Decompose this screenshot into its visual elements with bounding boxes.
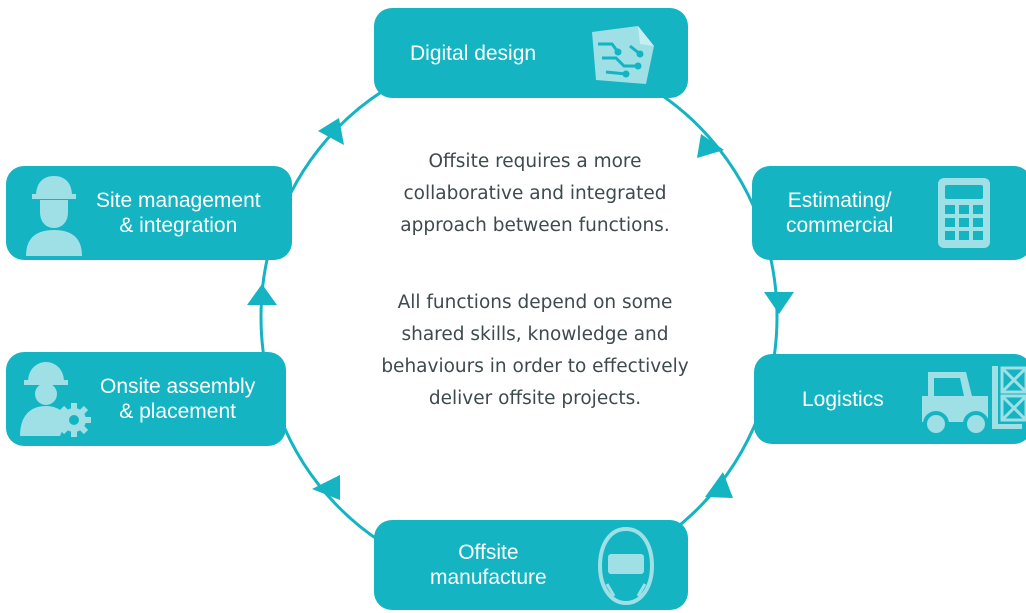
- node-onsite-assembly: Onsite assembly & placement: [6, 352, 286, 446]
- site-management-label-line-1: Site management: [96, 189, 261, 212]
- onsite-assembly-label-line-2: & placement: [119, 400, 236, 423]
- center-paragraph-1: Offsite requires a more collaborative an…: [330, 146, 740, 242]
- forklift-icon: [922, 366, 1026, 437]
- arrow-to-estimating: [697, 134, 724, 158]
- center-p1-line-1: Offsite requires a more: [428, 151, 642, 172]
- offsite-manufacture-label-line-1: Offsite: [458, 541, 519, 564]
- node-logistics: Logistics: [754, 354, 1026, 444]
- center-p2-line-3: behaviours in order to effectively: [381, 356, 689, 377]
- blueprint-icon: [592, 26, 654, 84]
- node-estimating-commercial: Estimating/ commercial: [752, 166, 1026, 260]
- node-offsite-manufacture: Offsite manufacture: [374, 520, 688, 610]
- welding-mask-icon: [597, 526, 655, 606]
- center-p1-line-3: approach between functions.: [400, 215, 670, 236]
- logistics-label: Logistics: [802, 387, 884, 411]
- estimating-label-line-2: commercial: [786, 214, 894, 237]
- worker-gear-icon: [20, 362, 91, 437]
- node-digital-design: Digital design: [374, 8, 688, 98]
- onsite-assembly-label-line-1: Onsite assembly: [100, 375, 256, 398]
- digital-design-label: Digital design: [410, 41, 537, 65]
- onsite-assembly-label: Onsite assembly & placement: [100, 374, 255, 424]
- estimating-label: Estimating/ commercial: [786, 188, 893, 238]
- arrow-to-onsite-assembly: [312, 475, 340, 500]
- center-p2-line-2: shared skills, knowledge and: [401, 324, 669, 345]
- center-p1-line-2: collaborative and integrated: [403, 183, 667, 204]
- site-management-label-line-2: & integration: [119, 214, 238, 237]
- offsite-manufacture-label-line-2: manufacture: [430, 566, 547, 589]
- arrow-to-offsite-manufacture: [705, 472, 733, 498]
- worker-icon: [26, 176, 82, 256]
- arrow-to-site-management: [247, 284, 277, 305]
- arrow-to-logistics: [764, 292, 794, 314]
- arrow-to-digital-design: [318, 118, 344, 145]
- center-paragraph-2: All functions depend on some shared skil…: [330, 287, 740, 415]
- center-p2-line-4: deliver offsite projects.: [428, 388, 642, 409]
- node-site-management: Site management & integration: [6, 166, 292, 260]
- center-p2-line-1: All functions depend on some: [397, 292, 673, 313]
- site-management-label: Site management & integration: [96, 188, 261, 238]
- calculator-icon: [938, 178, 990, 248]
- offsite-manufacture-label: Offsite manufacture: [430, 540, 547, 590]
- estimating-label-line-1: Estimating/: [787, 189, 892, 212]
